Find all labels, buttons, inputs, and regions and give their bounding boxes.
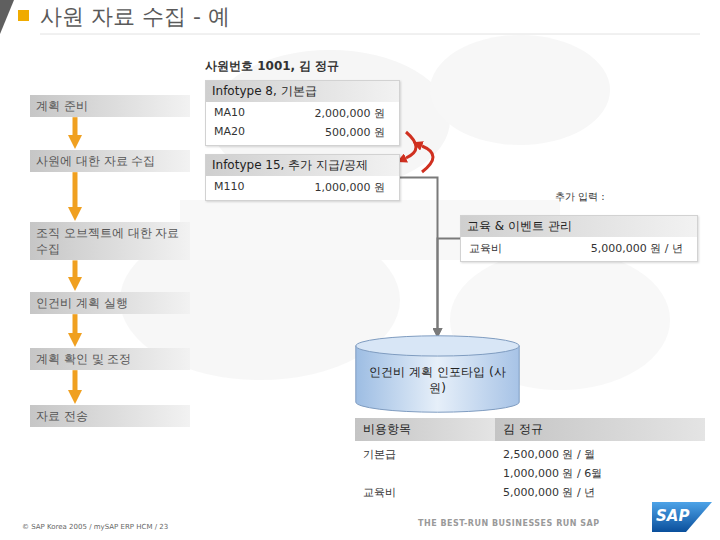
table-cell: 비용항목 — [355, 418, 495, 441]
data-feed-line — [438, 239, 461, 329]
note-label: 추가 입력 : — [555, 190, 605, 204]
cost-table: 비용항목김 정규기본급2,500,000 원 / 월1,000,000 원 / … — [355, 418, 705, 502]
table-cell: 5,000,000 원 / 년 — [495, 483, 705, 502]
table-cell: 기본급 — [355, 445, 495, 464]
flow-arrow — [73, 370, 78, 390]
box-heading: 인건비 계획 인포타입 (사원) — [369, 365, 506, 396]
footer-copyright: © SAP Korea 2005 / mySAP ERP HCM / 23 — [22, 523, 168, 531]
box-heading: 조직 오브젝트에 대한 자료 수집 — [36, 225, 184, 257]
box-text: 2,000,000 원 — [253, 104, 399, 123]
database-cylinder: 인건비 계획 인포타입 (사원) — [355, 335, 520, 413]
update-cycle-arrow — [422, 146, 433, 172]
process-step: 인건비 계획 실행 — [30, 292, 190, 314]
box-heading: 사원에 대한 자료 수집 — [36, 153, 184, 169]
slide-title: 사원 자료 수집 - 예 — [40, 2, 230, 32]
process-step: 조직 오브젝트에 대한 자료 수집 — [30, 222, 190, 260]
corner-band — [0, 0, 14, 34]
faded-photo — [120, 35, 670, 390]
table-cell: 김 정규 — [495, 418, 705, 441]
title-rule — [40, 34, 700, 35]
infotype-box: Infotype 15, 추가 지급/공제 M1101,000,000 원 — [205, 154, 400, 201]
infotype-box: Infotype 8, 기본급 MA102,000,000 원MA20500,00… — [205, 80, 400, 146]
table-cell: 1,000,000 원 / 6월 — [495, 464, 705, 483]
table-cell: 2,500,000 원 / 월 — [495, 445, 705, 464]
data-feed-line — [400, 178, 438, 329]
box-heading: Infotype 15, 추가 지급/공제 — [206, 155, 399, 176]
box-heading: 자료 전송 — [36, 408, 184, 424]
training-box: 교육 & 이벤트 관리교육비5,000,000 원 / 년 — [460, 215, 698, 262]
process-step: 계획 준비 — [30, 95, 190, 117]
box-text: 500,000 원 — [253, 123, 399, 142]
box-heading: 계획 확인 및 조정 — [36, 351, 184, 367]
box-text: 교육비 — [461, 239, 510, 258]
update-cycle-arrow — [406, 132, 416, 158]
process-step: 사원에 대한 자료 수집 — [30, 150, 190, 172]
box-heading: 인건비 계획 실행 — [36, 295, 184, 311]
box-text: 1,000,000 원 — [253, 178, 400, 197]
box-text: M110 — [206, 178, 253, 197]
table-cell: 교육비 — [355, 483, 495, 502]
footer-slogan: THE BEST-RUN BUSINESSES RUN SAP — [418, 519, 600, 528]
process-step: 자료 전송 — [30, 405, 190, 427]
box-text: MA20 — [206, 123, 253, 142]
box-text: MA10 — [206, 104, 253, 123]
box-text: 5,000,000 원 / 년 — [510, 239, 697, 258]
sap-logo — [652, 502, 712, 532]
flow-arrow — [73, 260, 78, 277]
cylinder-top — [356, 336, 519, 356]
box-heading: 계획 준비 — [36, 98, 184, 114]
employee-heading: 사원번호 1001, 김 정규 — [205, 58, 340, 75]
flow-arrow — [73, 172, 78, 207]
title-bullet — [18, 10, 29, 21]
process-step: 계획 확인 및 조정 — [30, 348, 190, 370]
logo-text: SAP — [656, 507, 689, 525]
box-heading: Infotype 8, 기본급 — [206, 81, 399, 102]
box-heading: 교육 & 이벤트 관리 — [461, 216, 697, 237]
flow-arrow — [73, 314, 78, 333]
flow-arrow — [73, 117, 78, 135]
